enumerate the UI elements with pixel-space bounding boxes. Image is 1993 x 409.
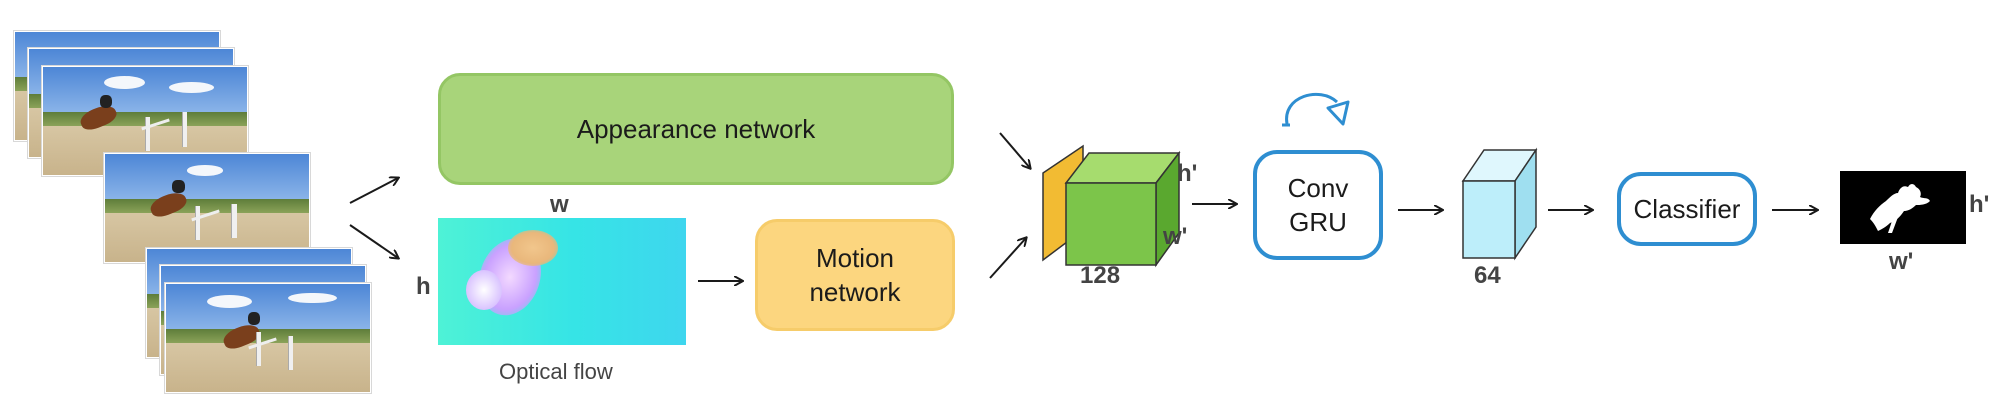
- appearance-network-label: Appearance network: [576, 113, 816, 144]
- arrow-appearance-to-features: [999, 132, 1030, 168]
- feature-width-label: w': [1163, 223, 1188, 250]
- horse-silhouette-icon: [1870, 184, 1930, 233]
- feature-cube: [1064, 150, 1181, 268]
- gru-channels-label: 64: [1474, 262, 1501, 289]
- classifier-label: Classifier: [1633, 193, 1741, 224]
- feature-height-label: h': [1177, 160, 1198, 187]
- motion-network-label-line1: Motion: [815, 243, 895, 273]
- arrow-frames-to-flow: [349, 224, 398, 258]
- gru-output-cube: [1461, 147, 1538, 261]
- arrow-motion-to-features: [989, 238, 1026, 279]
- conv-gru-label-line1: Conv: [1287, 173, 1349, 203]
- video-frame: [165, 283, 371, 393]
- optical-flow-image: [438, 218, 686, 345]
- flow-width-label: w: [550, 191, 569, 218]
- mask-width-label: w': [1889, 248, 1914, 275]
- flow-height-label: h: [416, 273, 431, 300]
- arrow-frames-to-appearance: [349, 178, 398, 204]
- mask-height-label: h': [1969, 191, 1990, 218]
- appearance-network-box: Appearance network: [438, 73, 954, 185]
- classifier-box: Classifier: [1617, 172, 1757, 246]
- optical-flow-caption: Optical flow: [499, 359, 613, 384]
- segmentation-mask-image: [1840, 171, 1966, 244]
- motion-network-label-line2: network: [809, 277, 901, 307]
- feature-channels-label: 128: [1080, 262, 1121, 289]
- recurrent-loop-icon: [1282, 92, 1350, 127]
- motion-network-box: Motion network: [755, 219, 955, 331]
- conv-gru-label-line2: GRU: [1289, 207, 1347, 237]
- conv-gru-box: Conv GRU: [1253, 150, 1383, 260]
